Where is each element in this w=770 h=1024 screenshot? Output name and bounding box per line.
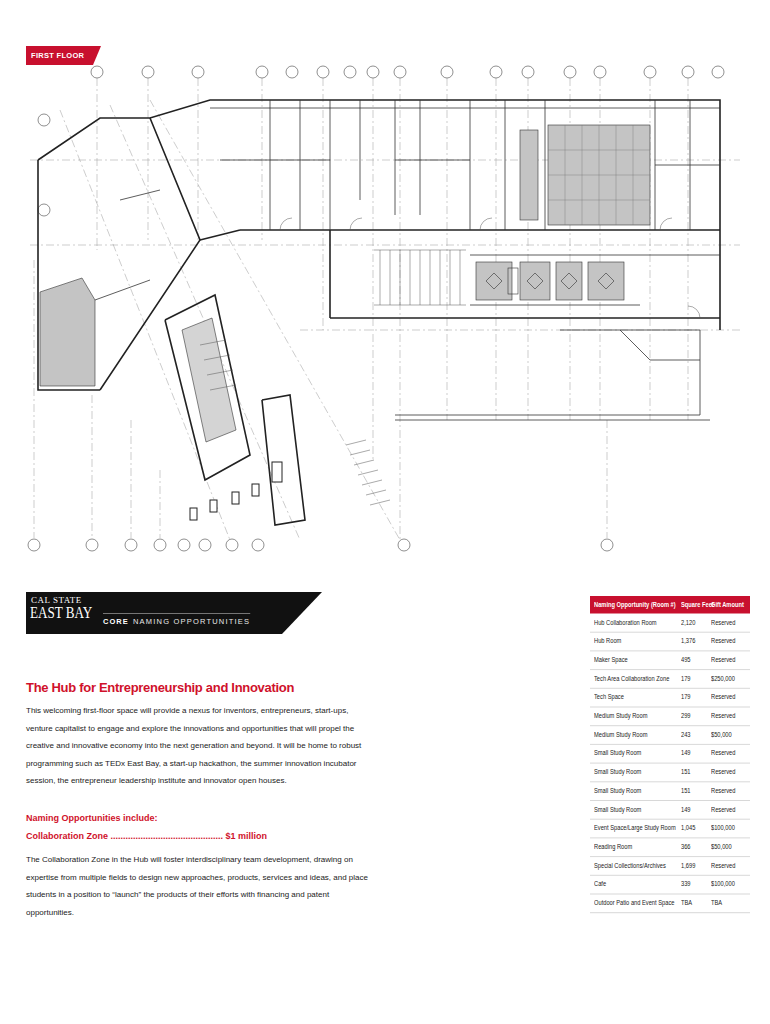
table-cell: Reserved <box>711 614 735 633</box>
table-cell: Small Study Room <box>594 744 641 763</box>
table-cell: Small Study Room <box>594 801 641 820</box>
room-grid <box>548 125 650 225</box>
table-cell: Reserved <box>711 763 735 782</box>
bench-hatching <box>200 250 466 505</box>
table-cell: Maker Space <box>594 651 628 670</box>
floor-tag: FIRST FLOOR <box>26 46 101 65</box>
table-cell: Tech Area Collaboration Zone <box>594 670 669 689</box>
table-grid <box>590 596 750 913</box>
table-cell: 1,699 <box>681 857 695 876</box>
table-cell: 366 <box>681 838 691 857</box>
grid-bubbles <box>28 66 724 551</box>
table-cell: 179 <box>681 670 691 689</box>
table-cell: 339 <box>681 875 691 894</box>
table-header: Gift Amount <box>711 596 744 614</box>
table-cell: Special Collections/Archives <box>594 857 666 876</box>
banner-fill <box>26 592 322 634</box>
table-cell: Reserved <box>711 632 735 651</box>
table-cell: TBA <box>681 894 692 913</box>
table-cell: Reserved <box>711 651 735 670</box>
table-cell: Hub Collaboration Room <box>594 614 657 633</box>
shaded-rooms <box>40 125 650 442</box>
table-cell: Small Study Room <box>594 782 641 801</box>
table-cell: Cafe <box>594 875 606 894</box>
table-cell: 1,045 <box>681 819 695 838</box>
table-cell: Outdoor Patio and Event Space <box>594 894 674 913</box>
table-cell: $50,000 <box>711 726 732 745</box>
table-cell: $50,000 <box>711 838 732 857</box>
table-cell: 243 <box>681 726 691 745</box>
rule-line <box>103 613 250 614</box>
table-cell: $100,000 <box>711 819 735 838</box>
floor-label: FIRST FLOOR <box>31 46 84 65</box>
furniture-diamonds <box>486 268 614 294</box>
table-cell: Event Space/Large Study Room <box>594 819 676 838</box>
logo-text: EAST BAY <box>30 605 92 621</box>
table-cell: 149 <box>681 801 691 820</box>
table-cell: 151 <box>681 763 691 782</box>
grid-lines <box>30 78 740 540</box>
table-cell: Tech Space <box>594 688 624 707</box>
banner-text: NAMING OPPORTUNITIES <box>133 617 250 627</box>
table-cell: Small Study Room <box>594 763 641 782</box>
table-cell: 151 <box>681 782 691 801</box>
banner-text: CORE <box>103 617 129 627</box>
table-cell: Medium Study Room <box>594 707 647 726</box>
body-text: The Collaboration Zone in the Hub will f… <box>26 851 372 921</box>
column-squares <box>190 462 282 520</box>
table-cell: $100,000 <box>711 875 735 894</box>
table-cell: TBA <box>711 894 722 913</box>
tag-fill <box>26 46 101 65</box>
table-cell: 299 <box>681 707 691 726</box>
table-cell: 149 <box>681 744 691 763</box>
walls <box>38 100 720 525</box>
table-cell: 495 <box>681 651 691 670</box>
table-cell: Reading Room <box>594 838 632 857</box>
table-cell: Reserved <box>711 857 735 876</box>
table-header: Naming Opportunity (Room #) <box>594 596 676 614</box>
logo-banner: CAL STATEEAST BAY CORE NAMING OPPORTUNITIE… <box>26 592 322 634</box>
table-cell: Reserved <box>711 782 735 801</box>
table-cell: 1,376 <box>681 632 695 651</box>
partitions <box>95 100 720 420</box>
subheading: Naming Opportunities include: <box>26 812 326 824</box>
table-header: Square Feet <box>681 596 714 614</box>
table-cell: Reserved <box>711 801 735 820</box>
table-cell: 179 <box>681 688 691 707</box>
table-cell: $250,000 <box>711 670 735 689</box>
body-text: This welcoming first-floor space will pr… <box>26 702 372 790</box>
door-swings <box>280 218 700 318</box>
table-cell: Reserved <box>711 707 735 726</box>
table-cell: Reserved <box>711 688 735 707</box>
naming-item: Collaboration Zone .....................… <box>26 829 326 843</box>
table-cell: Reserved <box>711 744 735 763</box>
section-heading: The Hub for Entrepreneurship and Innovat… <box>26 680 294 696</box>
logo-text: CAL STATE <box>31 596 82 605</box>
table-cell: 2,120 <box>681 614 695 633</box>
table-cell: Hub Room <box>594 632 621 651</box>
table-cell: Medium Study Room <box>594 726 647 745</box>
